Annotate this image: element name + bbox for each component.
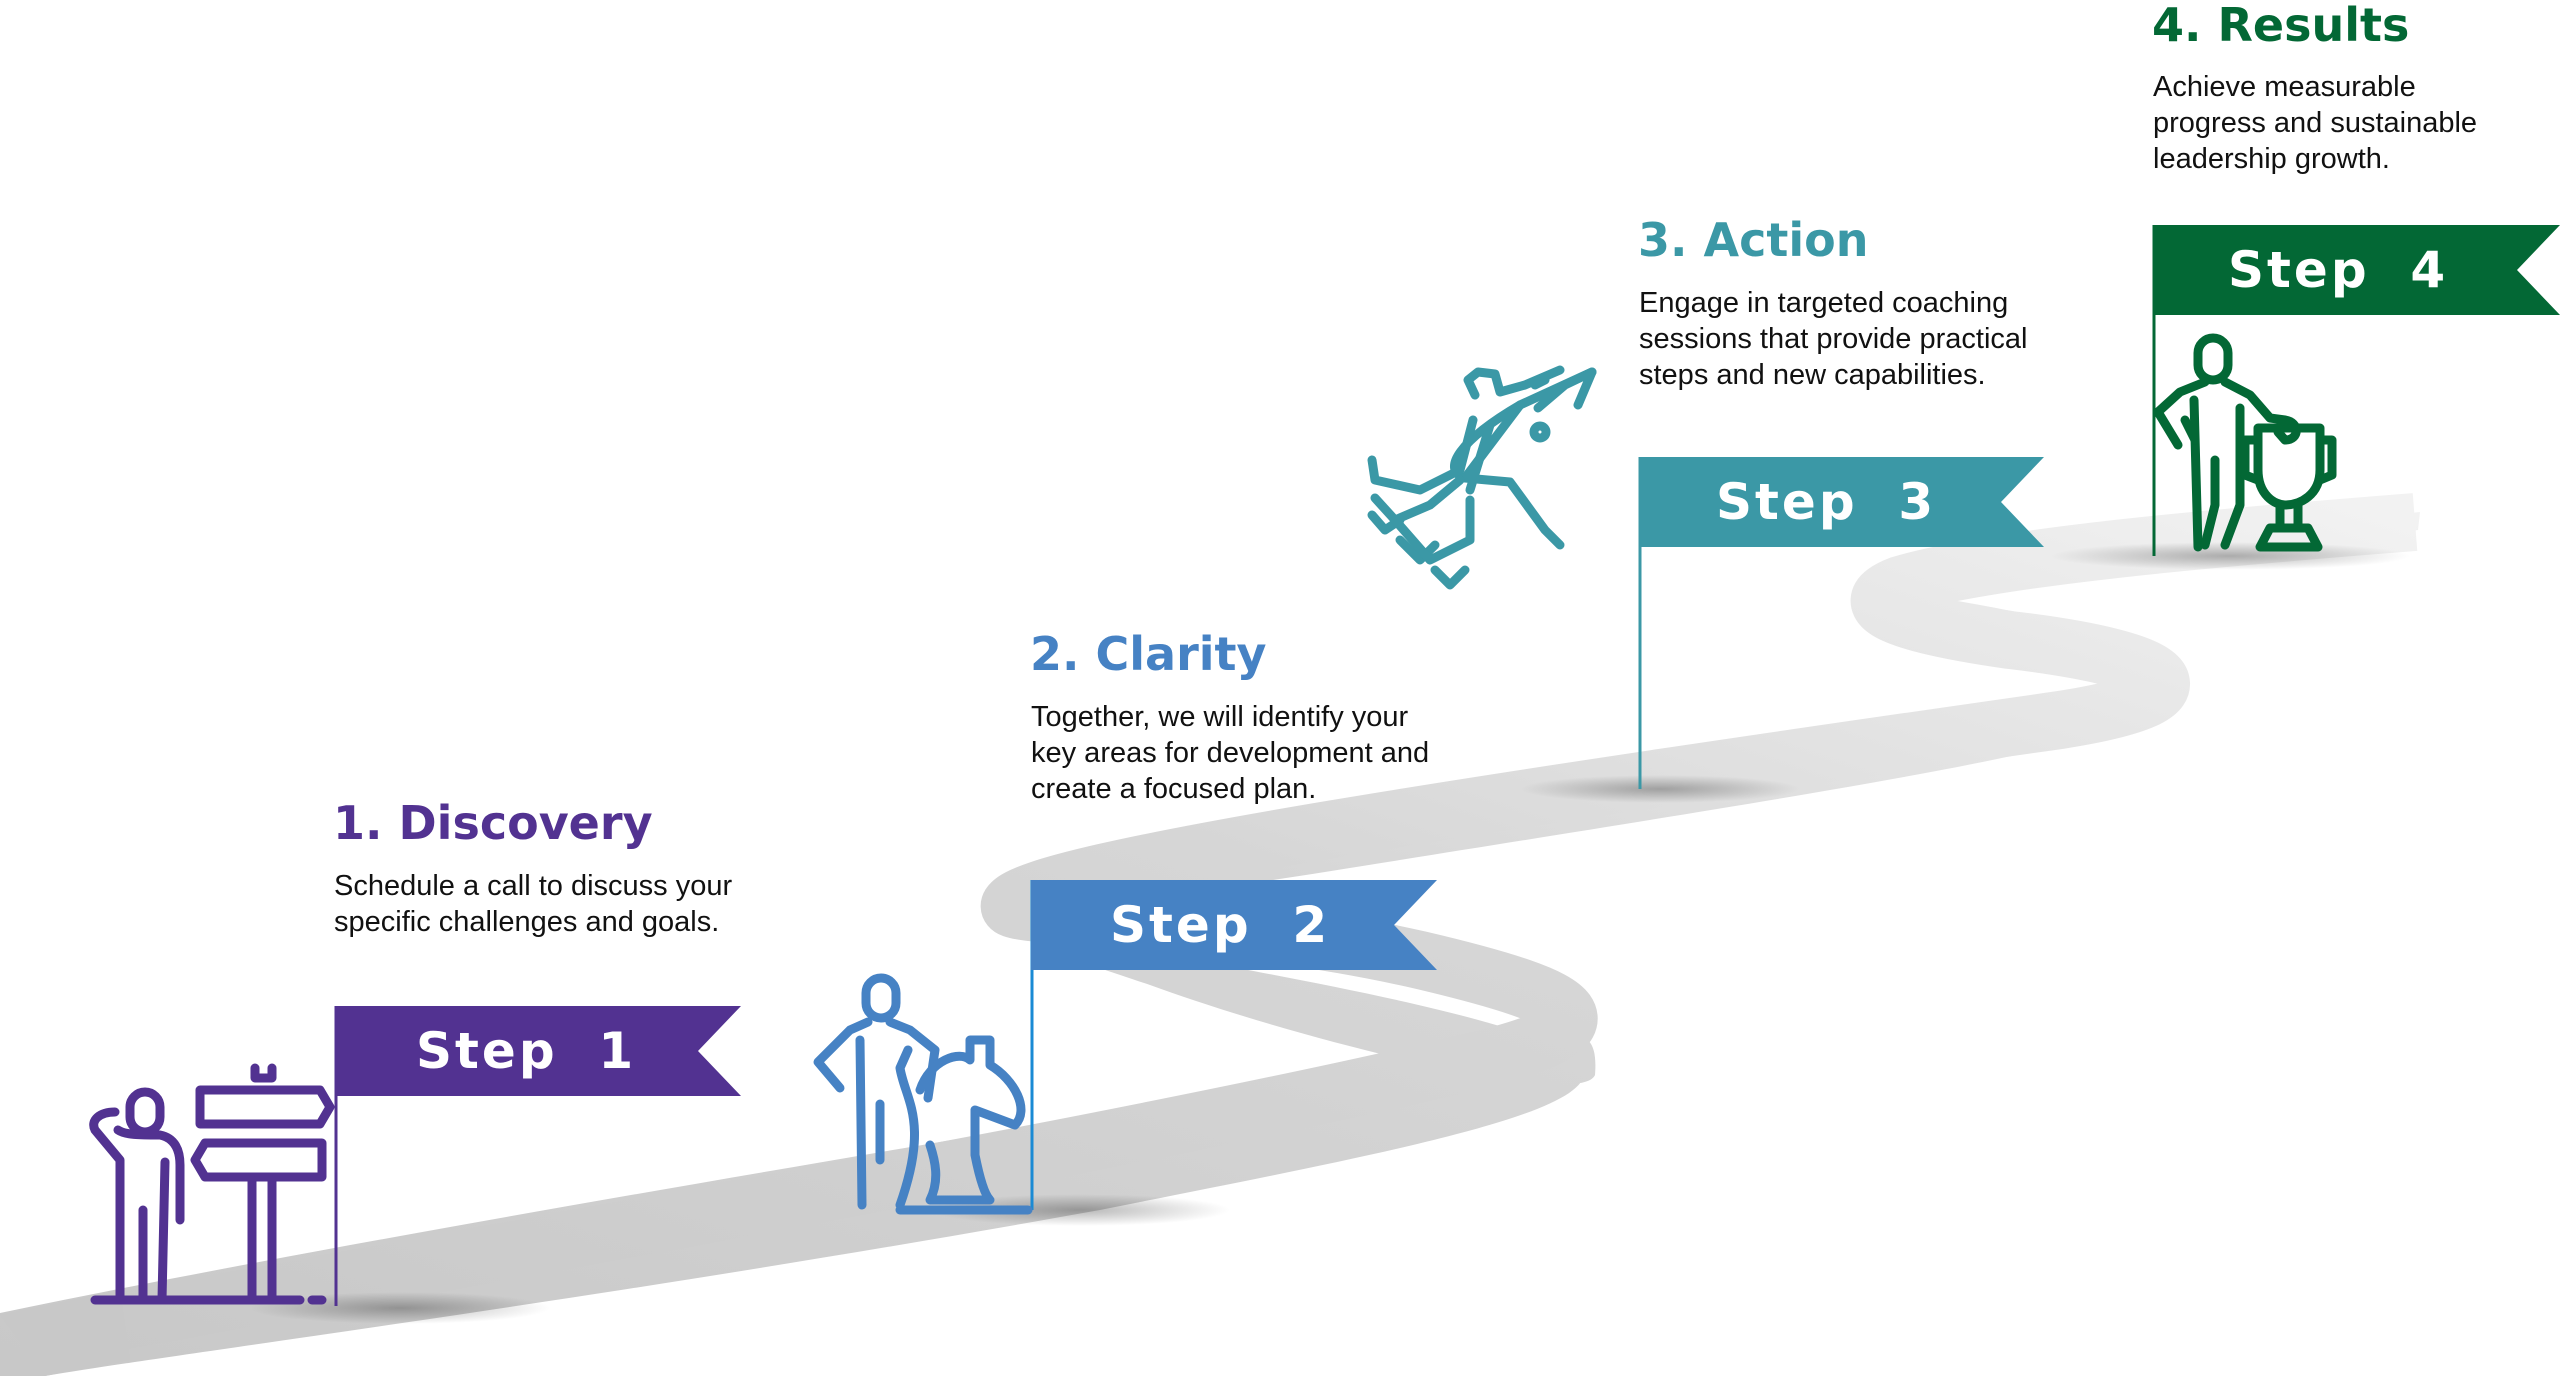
step-1-title: 1. Discovery — [333, 796, 653, 850]
step-2-description-line: key areas for development and — [1031, 737, 1430, 769]
flag-banner-1 — [335, 1006, 741, 1096]
step-1-description-line: Schedule a call to discuss your — [334, 870, 733, 902]
step-4-description-line: leadership growth. — [2153, 143, 2390, 175]
step-4-description-line: progress and sustainable — [2153, 107, 2478, 139]
person-with-trophy-icon — [2153, 333, 2337, 552]
shadow-step-3 — [1520, 775, 1800, 803]
step-3-description-line: sessions that provide practical — [1639, 323, 2028, 355]
person-with-signpost-icon — [89, 1063, 335, 1305]
flag-banner-2 — [1031, 880, 1437, 970]
step-1-flag-label: Step 1 — [416, 1022, 637, 1080]
step-2-title: 2. Clarity — [1030, 627, 1267, 681]
flag-banner-3 — [1639, 457, 2044, 547]
flag-step-3 — [1638, 457, 2044, 789]
step-1-description: Schedule a call to discuss your specific… — [334, 868, 774, 940]
step-2-description-line: create a focused plan. — [1031, 773, 1317, 805]
person-riding-rocket-icon — [1367, 365, 1597, 590]
flag-banner-4 — [2153, 225, 2560, 315]
shadow-step-2 — [930, 1194, 1230, 1226]
step-4-description: Achieve measurable progress and sustaina… — [2153, 69, 2560, 177]
flag-step-2 — [1030, 880, 1437, 1210]
person-with-chess-knight-icon — [813, 973, 1033, 1215]
step-2-description-line: Together, we will identify your — [1031, 701, 1409, 733]
step-4-title: 4. Results — [2152, 0, 2410, 52]
step-2-flag-label: Step 2 — [1110, 896, 1331, 954]
step-1-description-line: specific challenges and goals. — [334, 906, 720, 938]
step-4-flag-label: Step 4 — [2228, 241, 2449, 299]
step-2-description: Together, we will identify your key area… — [1031, 699, 1471, 807]
step-3-description-line: Engage in targeted coaching — [1639, 287, 2009, 319]
step-3-description-line: steps and new capabilities. — [1639, 359, 1986, 391]
step-3-title: 3. Action — [1638, 213, 1869, 267]
shadow-step-4 — [2050, 542, 2410, 570]
flag-step-1 — [334, 1006, 741, 1306]
step-4-description-line: Achieve measurable — [2153, 71, 2416, 103]
step-3-description: Engage in targeted coaching sessions tha… — [1639, 285, 2079, 393]
road-start — [0, 1290, 130, 1376]
step-3-flag-label: Step 3 — [1716, 473, 1937, 531]
flag-step-4 — [2152, 225, 2560, 556]
